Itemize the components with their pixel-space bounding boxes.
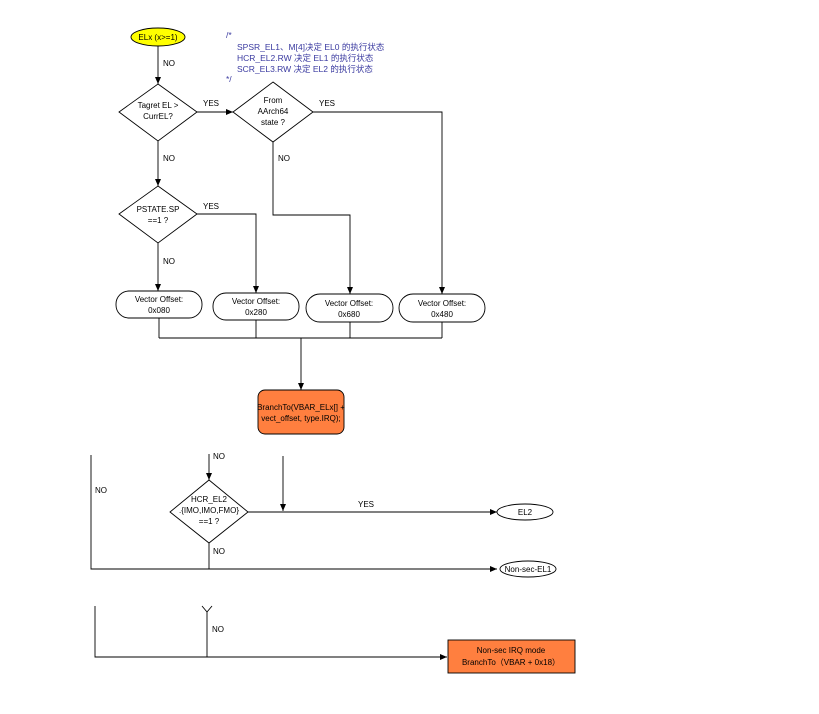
edge-label-no: NO <box>163 59 175 68</box>
edge-label-no: NO <box>213 547 225 556</box>
comment-line-1: SPSR_EL1、M[4]决定 EL0 的执行状态 <box>237 42 385 52</box>
branch-to-line2: vect_offset, type.IRQ); <box>261 414 340 423</box>
non-sec-irq-box <box>447 639 576 674</box>
start-node-label: ELx (x>=1) <box>138 33 177 42</box>
comment-close: */ <box>226 74 232 84</box>
non-sec-irq-line1: Non-sec IRQ mode <box>477 646 546 655</box>
edge-label-no: NO <box>278 154 290 163</box>
comment-line-3: SCR_EL3.RW 决定 EL2 的执行状态 <box>237 64 373 74</box>
comment-line-2: HCR_EL2.RW 决定 EL1 的执行状态 <box>237 53 374 63</box>
terminal-el2-label: EL2 <box>518 508 533 517</box>
decision-aarch64-line2: AArch64 <box>258 107 289 116</box>
edge-label-no: NO <box>163 154 175 163</box>
decision-hcr-line1: HCR_EL2 <box>191 495 228 504</box>
edge-fragment-tick <box>206 605 213 613</box>
edge-label-no: NO <box>163 257 175 266</box>
non-sec-irq-line2: BranchTo（VBAR + 0x18） <box>462 658 560 667</box>
edge-left-no-to-non-sec-el1 <box>90 455 497 572</box>
terminal-el2 <box>496 503 554 521</box>
vector-offset-value: 0x280 <box>245 308 267 317</box>
decision-target-el-line1: Tagret EL > <box>138 101 179 110</box>
edge-aarch64-yes <box>313 111 445 294</box>
decision-target-el-line2: CurrEL? <box>143 112 173 121</box>
edge-label-yes: YES <box>358 500 374 509</box>
terminal-non-sec-el1 <box>499 560 557 578</box>
vector-offset-label: Vector Offset: <box>418 299 466 308</box>
edge-label-no: NO <box>213 452 225 461</box>
branch-to-line1: BranchTo(VBAR_ELx[] + <box>257 403 345 412</box>
terminal-non-sec-el1-label: Non-sec-EL1 <box>505 565 552 574</box>
edge-pstate-yes <box>197 213 259 293</box>
edge-aarch64-no <box>272 142 353 294</box>
vector-offset-label: Vector Offset: <box>232 297 280 306</box>
edge-label-no: NO <box>95 486 107 495</box>
vector-offset-value: 0x680 <box>338 310 360 319</box>
decision-pstate-sp <box>118 185 198 244</box>
edge-fragment-tick <box>201 605 208 613</box>
decision-aarch64-line1: From <box>264 96 283 105</box>
edge-bottom-to-non-sec <box>94 606 447 660</box>
vector-offset-label: Vector Offset: <box>135 295 183 304</box>
vector-offset-value: 0x480 <box>431 310 453 319</box>
edge-label-no: NO <box>212 625 224 634</box>
decision-pstate-line2: ==1 ? <box>148 216 169 225</box>
vector-offset-value: 0x080 <box>148 306 170 315</box>
decision-aarch64-line3: state ? <box>261 118 286 127</box>
vector-offset-node-0x680 <box>305 293 394 323</box>
decision-pstate-line1: PSTATE.SP <box>137 205 180 214</box>
decision-hcr-line3: ==1 ? <box>199 517 220 526</box>
decision-hcr-line2: .{IMO,IMO,FMO} <box>179 506 239 515</box>
branch-to-box <box>257 389 345 435</box>
vector-offset-label: Vector Offset: <box>325 299 373 308</box>
edge-label-yes: YES <box>203 202 219 211</box>
edge-label-yes: YES <box>203 99 219 108</box>
comment-open: /* <box>226 30 232 40</box>
edge-label-yes: YES <box>319 99 335 108</box>
